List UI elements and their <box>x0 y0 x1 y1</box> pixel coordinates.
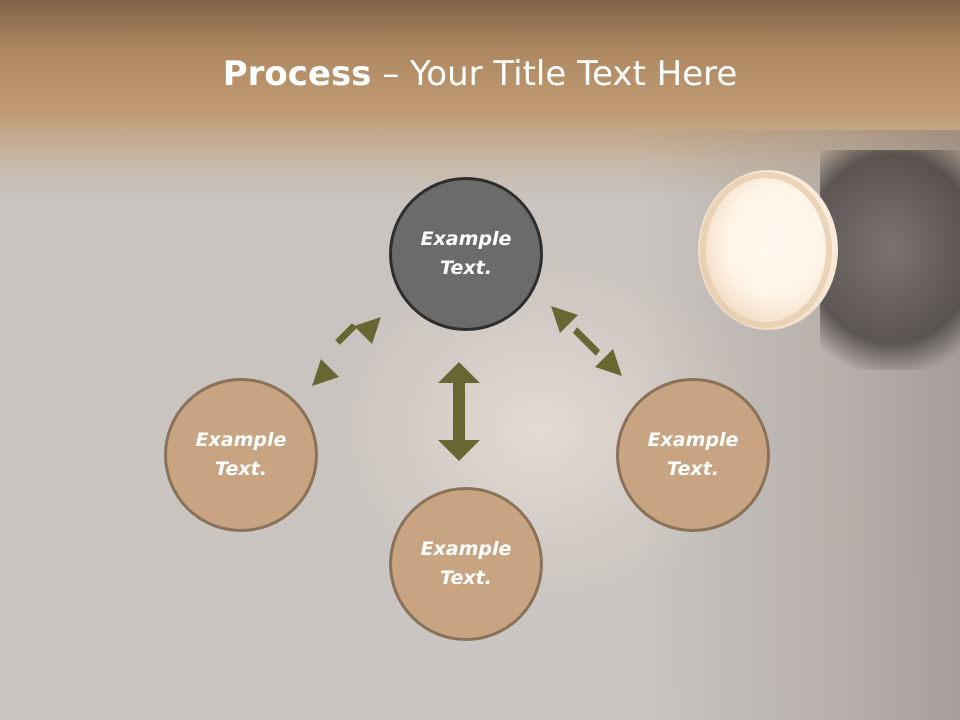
node-right-label: Example Text. <box>647 429 739 480</box>
title-rest: – Your Title Text Here <box>371 54 738 94</box>
node-bottom: Example Text. <box>389 487 543 641</box>
node-bottom-label: Example Text. <box>420 538 512 589</box>
spotlight-rim <box>700 172 832 328</box>
node-right: Example Text. <box>616 378 770 532</box>
arrow-right-top <box>551 306 622 376</box>
node-top: Example Text. <box>389 177 543 331</box>
spotlight-housing-icon <box>820 150 960 370</box>
title-bold: Process <box>222 54 372 94</box>
arrow-left-top <box>312 317 381 386</box>
node-top-label: Example Text. <box>420 228 512 279</box>
arrow-vertical <box>438 362 480 461</box>
node-left: Example Text. <box>164 378 318 532</box>
slide-title: Process – Your Title Text Here <box>0 52 960 96</box>
node-left-label: Example Text. <box>195 429 287 480</box>
